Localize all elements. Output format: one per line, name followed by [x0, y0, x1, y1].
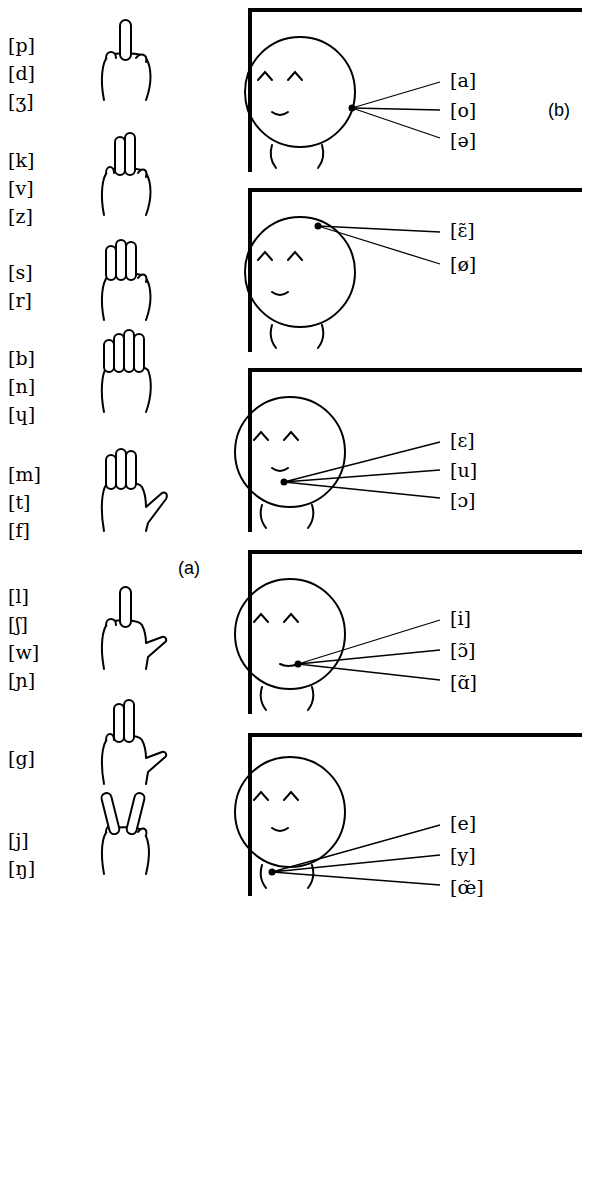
phoneme-label: [t] — [8, 490, 30, 514]
phoneme-label: [ɲ] — [8, 668, 35, 692]
phoneme-label: [ɔ] — [450, 488, 475, 512]
phoneme-label: [i] — [450, 606, 471, 630]
phoneme-label: [ʃ] — [8, 612, 28, 636]
phoneme-label: [ɛ̃] — [450, 218, 475, 242]
hand-shape — [102, 700, 166, 784]
hand-shape — [102, 449, 167, 531]
hand-shape — [102, 330, 151, 412]
phoneme-label: [l] — [8, 584, 29, 608]
phoneme-label: [ø] — [450, 252, 476, 276]
hand-shape — [102, 133, 151, 215]
phoneme-label: [f] — [8, 518, 30, 542]
phoneme-label: [r] — [8, 288, 32, 312]
phoneme-label: [b] — [8, 346, 35, 370]
phoneme-label: [o] — [450, 98, 476, 122]
phoneme-label: [n] — [8, 374, 35, 398]
phoneme-label: [ʒ] — [8, 89, 34, 113]
hand-shape — [102, 20, 151, 100]
phoneme-label: [w] — [8, 640, 39, 664]
phoneme-label: [p] — [8, 33, 35, 57]
phoneme-label: [s] — [8, 260, 33, 284]
phoneme-label: [y] — [450, 843, 476, 867]
phoneme-label: [m] — [8, 462, 41, 486]
hand-shape — [100, 792, 148, 874]
face-panel — [235, 735, 582, 896]
phoneme-label: [e] — [450, 811, 476, 835]
phoneme-label: [ŋ] — [8, 856, 35, 880]
face-panel — [245, 190, 582, 352]
face-panel — [235, 370, 582, 532]
phoneme-label: [ɔ̃] — [450, 638, 475, 662]
phoneme-label: [j] — [8, 828, 29, 852]
phoneme-label: [k] — [8, 148, 34, 172]
face-panel — [235, 552, 582, 714]
phoneme-label: [ɥ] — [8, 402, 35, 426]
phoneme-label: [z] — [8, 204, 33, 228]
phoneme-label: [a] — [450, 68, 476, 92]
face-panel — [245, 10, 582, 172]
figure-tag: (a) — [178, 556, 200, 580]
phoneme-label: [ə] — [450, 128, 476, 152]
phoneme-label: [ɑ̃] — [450, 670, 477, 694]
figure-tag: (b) — [548, 98, 570, 122]
phoneme-label: [v] — [8, 176, 34, 200]
phoneme-label: [ɛ] — [450, 428, 475, 452]
phoneme-label: [u] — [450, 458, 477, 482]
phoneme-label: [g] — [8, 746, 35, 770]
phoneme-label: [œ̃] — [450, 875, 484, 899]
hand-shape — [102, 587, 166, 669]
phoneme-label: [d] — [8, 61, 35, 85]
hand-shape — [102, 240, 151, 320]
